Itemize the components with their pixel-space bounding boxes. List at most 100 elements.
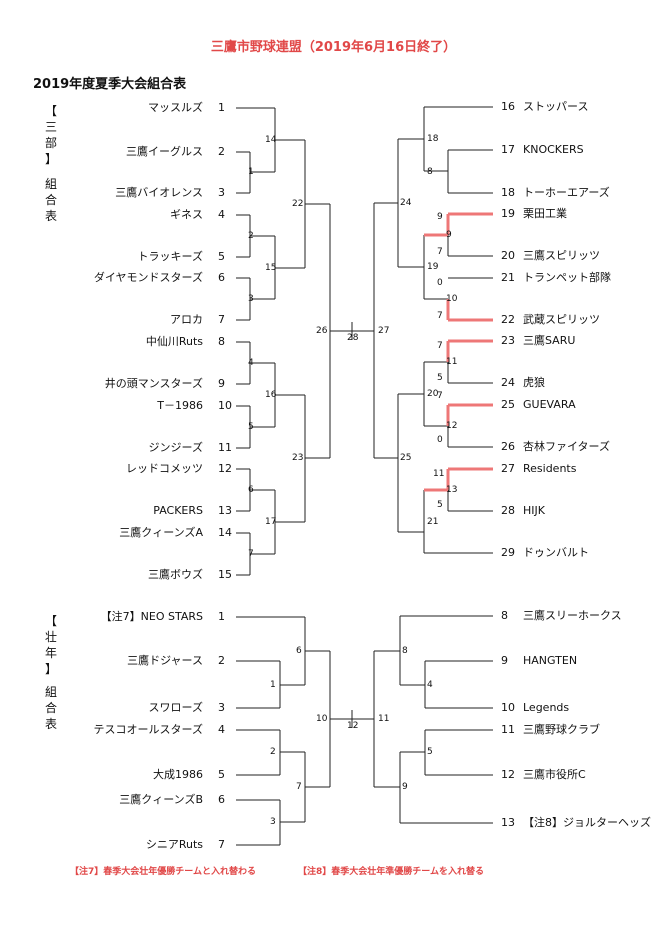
left-team-seed: 7 (218, 313, 225, 326)
game-number: 20 (427, 389, 439, 399)
game-score: 11 (433, 469, 445, 479)
left-team-name: スワローズ (148, 701, 203, 714)
right-team-seed: 21 (501, 271, 515, 284)
game-number: 11 (446, 357, 458, 367)
game-number: 4 (427, 680, 433, 690)
right-team-name: 三鷹スリーホークス (523, 609, 622, 622)
right-team-seed: 26 (501, 440, 515, 453)
game-number: 10 (446, 294, 458, 304)
page-title: 三鷹市野球連盟（2019年6月16日終了） (210, 40, 457, 55)
right-team-name: KNOCKERS (523, 143, 584, 156)
label-char: 組 (44, 177, 57, 191)
right-team-seed: 10 (501, 701, 515, 714)
right-team-name: Legends (523, 701, 570, 714)
game-number: 19 (427, 262, 439, 272)
right-team-name: HIJK (523, 504, 545, 517)
left-team-seed: 3 (218, 186, 225, 199)
right-team-name: トランペット部隊 (523, 271, 611, 284)
game-number: 21 (427, 517, 439, 527)
game-number: 13 (446, 485, 458, 495)
label-char: 合 (44, 701, 57, 715)
right-team-name: 三鷹スピリッツ (523, 249, 600, 262)
left-team-name: マッスルズ (148, 101, 203, 114)
right-team-seed: 19 (501, 207, 515, 220)
left-team-seed: 1 (218, 610, 225, 623)
right-team-seed: 13 (501, 816, 515, 829)
game-number: 17 (265, 517, 277, 527)
game-number: 8 (402, 646, 408, 656)
right-team-name: 三鷹野球クラブ (523, 723, 600, 736)
left-team-name: レッドコメッツ (126, 462, 203, 475)
right-team-seed: 23 (501, 334, 515, 347)
right-team-seed: 28 (501, 504, 515, 517)
division-a-label-bottom: 組 合 表 (43, 176, 59, 224)
left-team-seed: 4 (218, 723, 225, 736)
left-team-seed: 6 (218, 793, 225, 806)
left-team-seed: 14 (218, 526, 232, 539)
game-number: 6 (248, 485, 254, 495)
left-team-name: テスコオールスターズ (93, 723, 203, 736)
game-score: 7 (437, 247, 443, 257)
game-number: 6 (296, 646, 302, 656)
game-number: 11 (378, 714, 390, 724)
label-char: 【 (44, 614, 57, 628)
right-team-name: HANGTEN (523, 654, 578, 667)
note-8: 【注8】春季大会壮年準優勝チームを入れ替る (298, 867, 484, 877)
game-number: 27 (378, 326, 390, 336)
game-number: 8 (427, 167, 433, 177)
game-number: 5 (248, 422, 254, 432)
left-team-seed: 2 (218, 145, 225, 158)
label-char: 部 (44, 136, 57, 150)
left-team-name: ジンジーズ (148, 441, 203, 454)
left-team-name: 井の頭マンスターズ (104, 377, 203, 390)
game-number: 12 (347, 721, 359, 731)
game-number: 18 (427, 134, 439, 144)
left-team-name: 大成1986 (153, 768, 203, 781)
game-number: 2 (248, 231, 254, 241)
label-char: 表 (44, 209, 57, 223)
game-number: 3 (270, 817, 276, 827)
right-team-seed: 22 (501, 313, 515, 326)
left-team-seed: 11 (218, 441, 232, 454)
right-team-name: ドゥンバルト (523, 546, 589, 559)
game-number: 16 (265, 390, 277, 400)
game-score: 7 (437, 341, 443, 351)
left-team-seed: 15 (218, 568, 232, 581)
label-char: 】 (44, 662, 57, 676)
label-char: 組 (44, 685, 57, 699)
right-team-name: トーホーエアーズ (523, 186, 610, 199)
left-team-seed: 3 (218, 701, 225, 714)
right-team-name: ストッパース (523, 100, 589, 113)
left-team-seed: 12 (218, 462, 232, 475)
right-team-seed: 29 (501, 546, 515, 559)
game-number: 12 (446, 421, 458, 431)
game-number: 23 (292, 453, 304, 463)
left-team-seed: 13 (218, 504, 232, 517)
left-team-seed: 2 (218, 654, 225, 667)
left-team-seed: 9 (218, 377, 225, 390)
left-team-seed: 8 (218, 335, 225, 348)
left-team-name: アロカ (170, 313, 203, 326)
label-char: 壮 (44, 630, 57, 644)
left-team-name: 三鷹バイオレンス (115, 186, 203, 199)
right-team-seed: 9 (501, 654, 508, 667)
game-number: 7 (296, 782, 302, 792)
game-number: 14 (265, 135, 277, 145)
left-team-seed: 5 (218, 250, 225, 263)
game-number: 5 (427, 747, 433, 757)
left-team-seed: 7 (218, 838, 225, 851)
right-team-name: 【注8】ジョルターヘッズ (523, 816, 651, 829)
left-team-name: 三鷹クィーンズB (119, 793, 203, 806)
game-number: 1 (248, 167, 254, 177)
right-team-seed: 25 (501, 398, 515, 411)
game-score: 5 (437, 373, 443, 383)
game-number: 15 (265, 263, 277, 273)
right-team-seed: 18 (501, 186, 515, 199)
left-team-name: 三鷹イーグルス (126, 145, 203, 158)
left-team-seed: 4 (218, 208, 225, 221)
left-team-seed: 10 (218, 399, 232, 412)
right-team-name: 三鷹市役所C (523, 768, 586, 781)
game-score: 7 (437, 391, 443, 401)
game-score: 7 (437, 311, 443, 321)
